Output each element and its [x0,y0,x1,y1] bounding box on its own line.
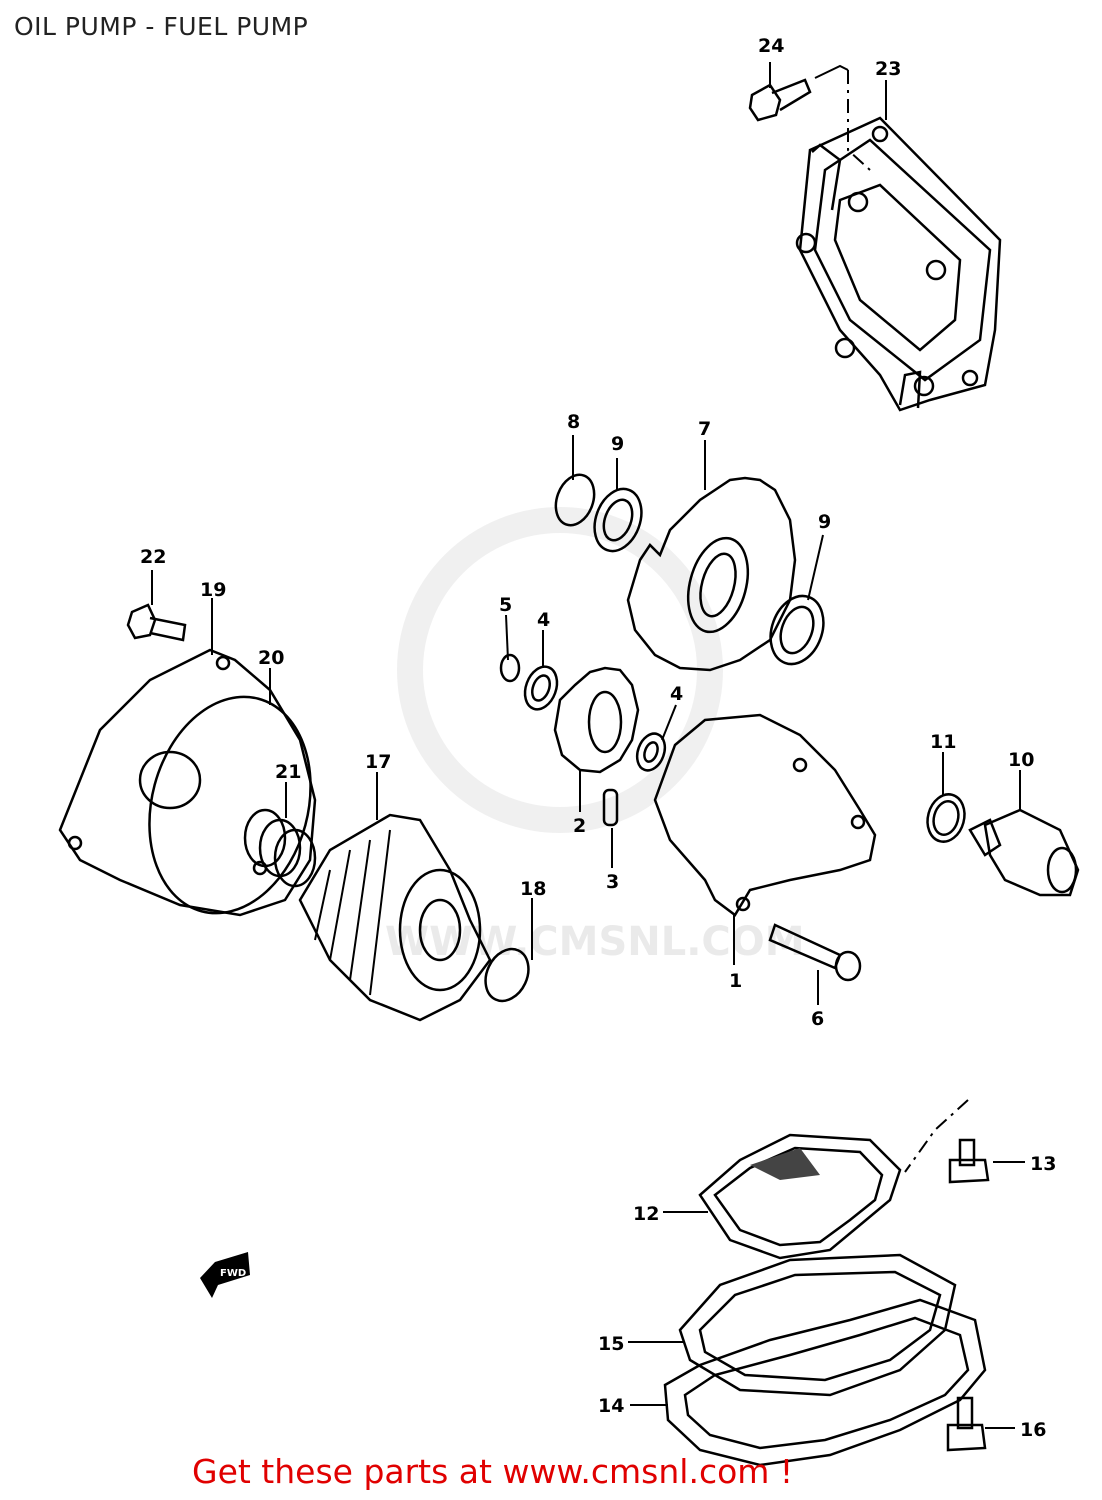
pump-cover-1 [653,713,877,917]
callout-1: 1 [729,970,742,992]
oil-pressure-switch-10 [968,808,1080,897]
pin-3 [602,788,619,827]
callout-21: 21 [275,761,301,783]
cover-plate-14 [663,1298,987,1467]
callout-5: 5 [499,594,512,616]
fuel-pump [795,116,1002,412]
svg-text:FWD: FWD [220,1268,246,1279]
callout-13: 13 [1030,1153,1056,1175]
callout-8: 8 [567,411,580,433]
gear-7 [626,476,797,672]
washer-9-upper [593,487,643,553]
bolt-13 [948,1138,990,1184]
gasket-12 [698,1133,902,1260]
leader-lines [151,62,1025,1429]
callout-18: 18 [520,878,546,900]
washer-9-lower [769,594,825,666]
filter-cap-19 [58,648,317,917]
footer-link[interactable]: Get these parts at www.cmsnl.com ! [192,1452,794,1491]
callout-11: 11 [930,731,956,753]
callout-10: 10 [1008,749,1034,771]
callout-12: 12 [633,1203,659,1225]
washer-4-upper [523,665,559,711]
callout-14: 14 [598,1395,624,1417]
oil-filter-17 [298,813,492,1022]
part-callouts: 1 2 3 4 4 5 6 7 8 9 9 10 11 12 13 14 15 … [140,35,1056,1441]
callout-7: 7 [698,418,711,440]
fwd-arrow-icon: FWD [200,1252,250,1298]
callout-23: 23 [875,58,901,80]
callout-19: 19 [200,579,226,601]
callout-3: 3 [606,871,619,893]
rotor-2 [553,666,640,774]
callout-16: 16 [1020,1419,1046,1441]
circlip-8 [554,473,596,527]
spring-21 [243,808,317,888]
page-title: OIL PUMP - FUEL PUMP [14,12,309,41]
callout-9a: 9 [611,433,624,455]
o-ring-20 [148,695,312,915]
o-ring-11 [926,793,966,843]
callout-2: 2 [573,815,586,837]
callout-9b: 9 [818,511,831,533]
callout-4a: 4 [537,609,550,631]
clip-5 [499,653,521,683]
callout-15: 15 [598,1333,624,1355]
callout-4b: 4 [670,683,683,705]
bolt-22 [126,603,187,642]
bolt-16 [946,1396,987,1452]
bolt-6 [768,923,862,982]
o-ring-18 [484,947,530,1003]
callout-6: 6 [811,1008,824,1030]
washer-4-lower [635,732,667,772]
callout-24: 24 [758,35,784,57]
bolt-24 [748,64,849,122]
callout-22: 22 [140,546,166,568]
callout-20: 20 [258,647,284,669]
callout-17: 17 [365,751,391,773]
